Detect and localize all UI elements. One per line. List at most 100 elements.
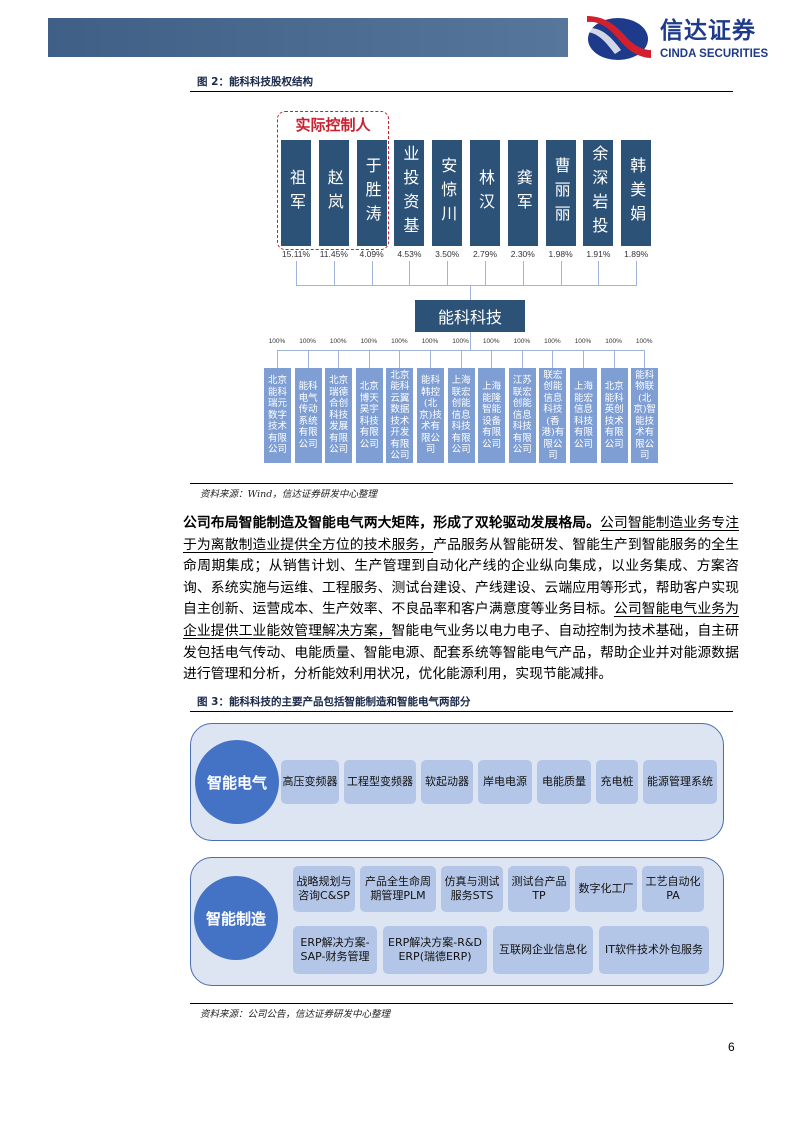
shareholding-percent: 4.53%	[397, 249, 422, 259]
manufacturing-product-item: 产品全生命周 期管理PLM	[360, 866, 436, 912]
subsidiary-box: 联宏创能信息科技(香港)有限公司	[539, 368, 567, 463]
manufacturing-product-item: IT软件技术外包服务	[599, 926, 709, 974]
connector-line	[470, 285, 471, 300]
body-paragraph: 公司布局智能制造及智能电气两大矩阵，形成了双轮驱动发展格局。公司智能制造业务专注…	[183, 513, 739, 686]
connector-line	[368, 350, 370, 368]
shareholding-percent: 2.79%	[472, 249, 498, 259]
connector-line	[485, 261, 486, 285]
manufacturing-product-item: 工艺自动化 PA	[642, 866, 704, 912]
divider	[190, 1003, 733, 1004]
connector-line	[636, 261, 638, 285]
shareholder-name: 业投资基	[400, 145, 420, 241]
shareholding-percent: 1.91%	[586, 249, 611, 259]
shareholding-percent: 4.09%	[359, 249, 384, 259]
page-number: 6	[728, 1040, 735, 1054]
para-underline-2: 公司智能电气业务为企业提供工业能效管理解决方案，	[183, 601, 739, 639]
subsidiary-percent: 100%	[605, 338, 622, 345]
electric-product-item: 能源管理系统	[643, 760, 717, 804]
figure-2-title: 图 2：能科科技股权结构	[197, 76, 313, 88]
manufacturing-circle: 智能制造	[194, 876, 278, 960]
shareholding-percent: 1.98%	[548, 249, 573, 259]
connector-line	[560, 261, 562, 285]
connector-line	[447, 261, 449, 285]
connector-line	[277, 350, 645, 351]
connector-line	[644, 350, 646, 368]
connector-line	[277, 350, 278, 368]
connector-line	[460, 350, 462, 368]
connector-line	[338, 350, 340, 368]
subsidiary-box: 上海能宏信息科技有限公司	[570, 368, 597, 463]
subsidiary-percent: 100%	[421, 338, 439, 345]
subsidiary-name: 能科韩控(北京)技术有限公司	[419, 375, 442, 456]
controller-frame	[277, 111, 389, 250]
manufacturing-product-item: 战略规划与 咨询C&SP	[293, 866, 355, 912]
subsidiary-name: 上海联宏创能信息科技有限公司	[451, 375, 471, 456]
subsidiary-percent: 100%	[513, 338, 531, 345]
subsidiary-box: 上海联宏创能信息科技有限公司	[447, 368, 475, 463]
connector-line	[598, 261, 600, 285]
subsidiary-box: 上海能隆智能设备有限公司	[478, 368, 506, 463]
shareholder-name: 林汉	[476, 169, 495, 217]
shareholding-percent: 11.45%	[319, 249, 348, 259]
connector-line	[522, 261, 524, 285]
shareholder-name: 安惊川	[438, 157, 458, 229]
subsidiary-box: 北京能科英创技术有限公司	[600, 368, 628, 463]
shareholder-box: 赵岚	[318, 140, 349, 246]
manufacturing-product-item: 测试台产品 TP	[508, 866, 570, 912]
manufacturing-product-item: 互联网企业信息化	[493, 926, 593, 974]
connector-line	[613, 350, 615, 368]
connector-line	[430, 350, 431, 368]
subsidiary-percent: 100%	[482, 338, 500, 345]
electric-product-item: 高压变频器	[281, 760, 339, 804]
connector-line	[307, 350, 309, 368]
connector-line	[296, 261, 297, 285]
subsidiary-name: 北京能科英创技术有限公司	[604, 381, 624, 450]
shareholding-percent: 15.11%	[281, 249, 311, 259]
subsidiary-percent: 100%	[360, 338, 378, 345]
manufacturing-product-item: 数字化工厂	[575, 866, 637, 912]
shareholder-name: 祖军	[287, 169, 306, 217]
brand-name-cn: 信达证券	[660, 18, 756, 44]
para-bold-lead: 公司布局智能制造及智能电气两大矩阵，形成了双轮驱动发展格局。	[183, 515, 601, 531]
divider	[190, 91, 733, 92]
shareholding-percent: 3.50%	[435, 249, 460, 259]
controller-label: 实际控制人	[295, 116, 371, 134]
shareholder-name: 韩美娟	[627, 157, 647, 229]
connector-line	[583, 350, 584, 368]
shareholder-box: 安惊川	[432, 140, 463, 246]
figure-2-source: 资料来源：Wind，信达证券研发中心整理	[200, 489, 377, 500]
subsidiary-name: 上海能隆智能设备有限公司	[482, 381, 502, 450]
subsidiary-percent: 100%	[574, 338, 592, 345]
connector-line	[521, 350, 523, 368]
subsidiary-box: 北京博天昊宇科技有限公司	[355, 368, 383, 463]
connector-line	[470, 332, 471, 350]
shareholder-box: 祖军	[281, 140, 311, 246]
para-text-1: 产品服务从智能研发、智能生产到智能服务的全生命周期集成；从销售计划、生产管理到自…	[183, 536, 739, 618]
connector-line	[371, 261, 373, 285]
subsidiary-box: 北京能科瑞元数字技术有限公司	[264, 368, 291, 463]
shareholder-box: 韩美娟	[621, 140, 652, 246]
figure-3-source: 资料来源：公司公告，信达证券研发中心整理	[200, 1009, 391, 1020]
subsidiary-name: 江苏联宏创能信息科技有限公司	[512, 375, 532, 456]
electric-product-item: 充电桩	[596, 760, 638, 804]
subsidiary-box: 北京能科云翼数据技术开发有限公司	[386, 368, 414, 463]
electric-product-item: 岸电电源	[478, 760, 532, 804]
para-text-2: 智能电气业务以电力电子、自动控制为技术基础，自主研发包括电气传动、电能质量、智能…	[183, 622, 739, 683]
subsidiary-name: 北京能科瑞元数字技术有限公司	[267, 375, 287, 456]
manufacturing-product-item: ERP解决方案-R&D ERP(瑞德ERP)	[383, 926, 487, 974]
shareholder-box: 于胜涛	[356, 140, 387, 246]
para-underline-1: 公司智能制造业务专注于为离散制造业提供全方位的技术服务，	[183, 515, 739, 553]
subsidiary-percent: 100%	[329, 338, 347, 345]
subsidiary-name: 北京能科云翼数据技术开发有限公司	[390, 369, 410, 462]
shareholding-percent: 2.30%	[510, 249, 535, 259]
connector-line	[333, 261, 335, 285]
divider	[190, 483, 733, 484]
figure-3-title: 图 3：能科科技的主要产品包括智能制造和智能电气两部分	[197, 696, 471, 708]
subsidiary-box: 能科物联(北京)智能技术有限公司	[631, 368, 659, 463]
electric-product-item: 软起动器	[421, 760, 473, 804]
manufacturing-product-item: ERP解决方案- SAP-财务管理	[293, 926, 377, 974]
subsidiary-percent: 100%	[268, 338, 286, 345]
subsidiary-percent: 100%	[391, 338, 408, 345]
connector-line	[552, 350, 554, 368]
